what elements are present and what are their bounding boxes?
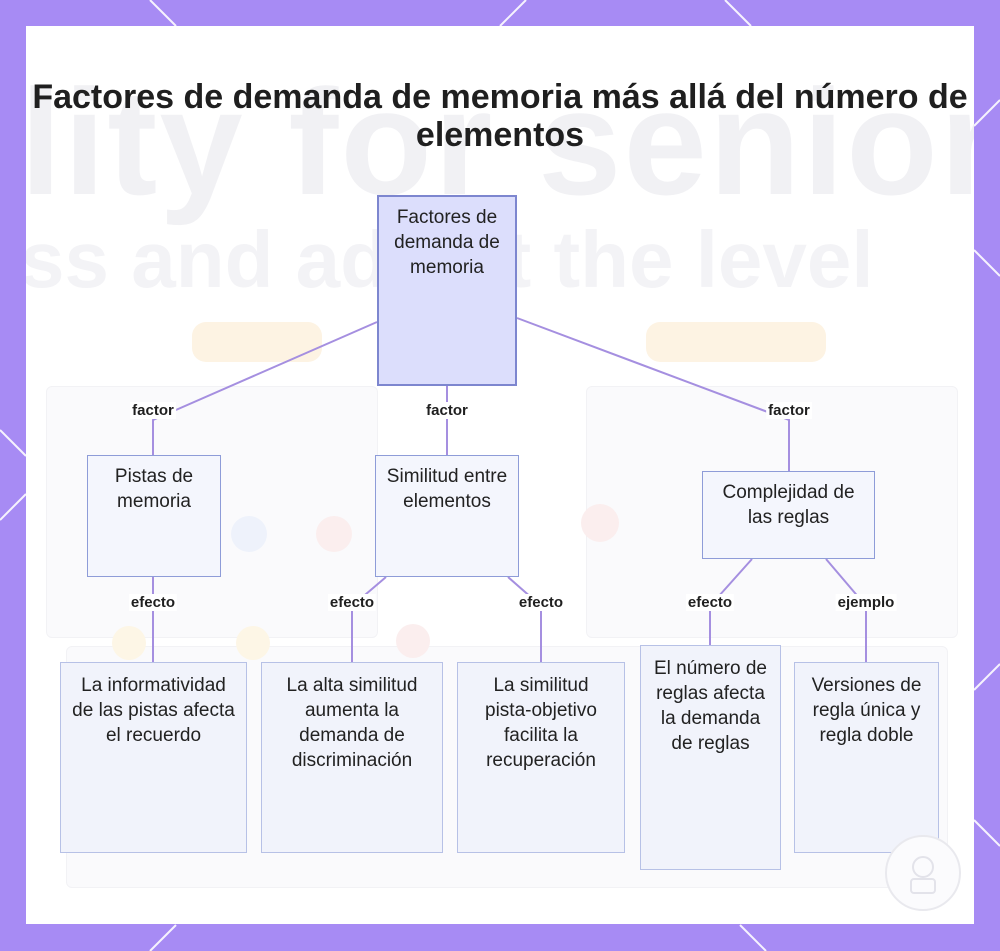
node-numero-de-reglas: El número de reglas afecta la demanda de… bbox=[640, 645, 781, 870]
edge-label-ejemplo: ejemplo bbox=[835, 594, 897, 611]
node-similitud-pista-objetivo: La similitud pista-objetivo facilita la … bbox=[457, 662, 625, 853]
background-dot bbox=[316, 516, 352, 552]
node-label: Factores de demanda de memoria bbox=[394, 207, 500, 278]
watermark-logo-icon bbox=[885, 835, 961, 911]
node-label: Complejidad de las reglas bbox=[722, 482, 855, 528]
background-dot bbox=[581, 504, 619, 542]
diagram-title: Factores de demanda de memoria más allá … bbox=[32, 78, 968, 154]
node-root-factores: Factores de demanda de memoria bbox=[377, 195, 517, 386]
node-label: El número de reglas afecta la demanda de… bbox=[653, 658, 767, 754]
background-dot bbox=[112, 626, 146, 660]
node-pistas-de-memoria: Pistas de memoria bbox=[87, 455, 221, 577]
edge-label-factor: factor bbox=[130, 402, 176, 419]
node-versiones-de-regla: Versiones de regla única y regla doble bbox=[794, 662, 939, 853]
edge-label-efecto: efecto bbox=[327, 594, 377, 611]
edge-similitud-pista bbox=[507, 576, 542, 662]
edge-label-factor: factor bbox=[424, 402, 470, 419]
node-label: Pistas de memoria bbox=[114, 466, 194, 512]
node-label: Versiones de regla única y regla doble bbox=[811, 675, 922, 746]
node-informatividad-pistas: La informatividad de las pistas afecta e… bbox=[60, 662, 247, 853]
background-dot bbox=[236, 626, 270, 660]
background-dot bbox=[231, 516, 267, 552]
background-pill bbox=[646, 322, 826, 362]
edge-similitud-alta bbox=[351, 576, 387, 662]
node-alta-similitud: La alta similitud aumenta la demanda de … bbox=[261, 662, 443, 853]
node-similitud-entre-elementos: Similitud entre elementos bbox=[375, 455, 519, 577]
edge-label-efecto: efecto bbox=[516, 594, 566, 611]
edge-root-complejidad bbox=[516, 317, 790, 471]
edge-label-factor: factor bbox=[766, 402, 812, 419]
node-complejidad-de-las-reglas: Complejidad de las reglas bbox=[702, 471, 875, 559]
edge-label-efecto: efecto bbox=[685, 594, 735, 611]
background-dot bbox=[396, 624, 430, 658]
node-label: La informatividad de las pistas afecta e… bbox=[72, 675, 235, 746]
edge-label-efecto: efecto bbox=[128, 594, 178, 611]
node-label: La alta similitud aumenta la demanda de … bbox=[286, 675, 418, 771]
node-label: La similitud pista-objetivo facilita la … bbox=[485, 675, 597, 771]
node-label: Similitud entre elementos bbox=[386, 466, 508, 512]
edge-root-pistas bbox=[152, 321, 378, 455]
